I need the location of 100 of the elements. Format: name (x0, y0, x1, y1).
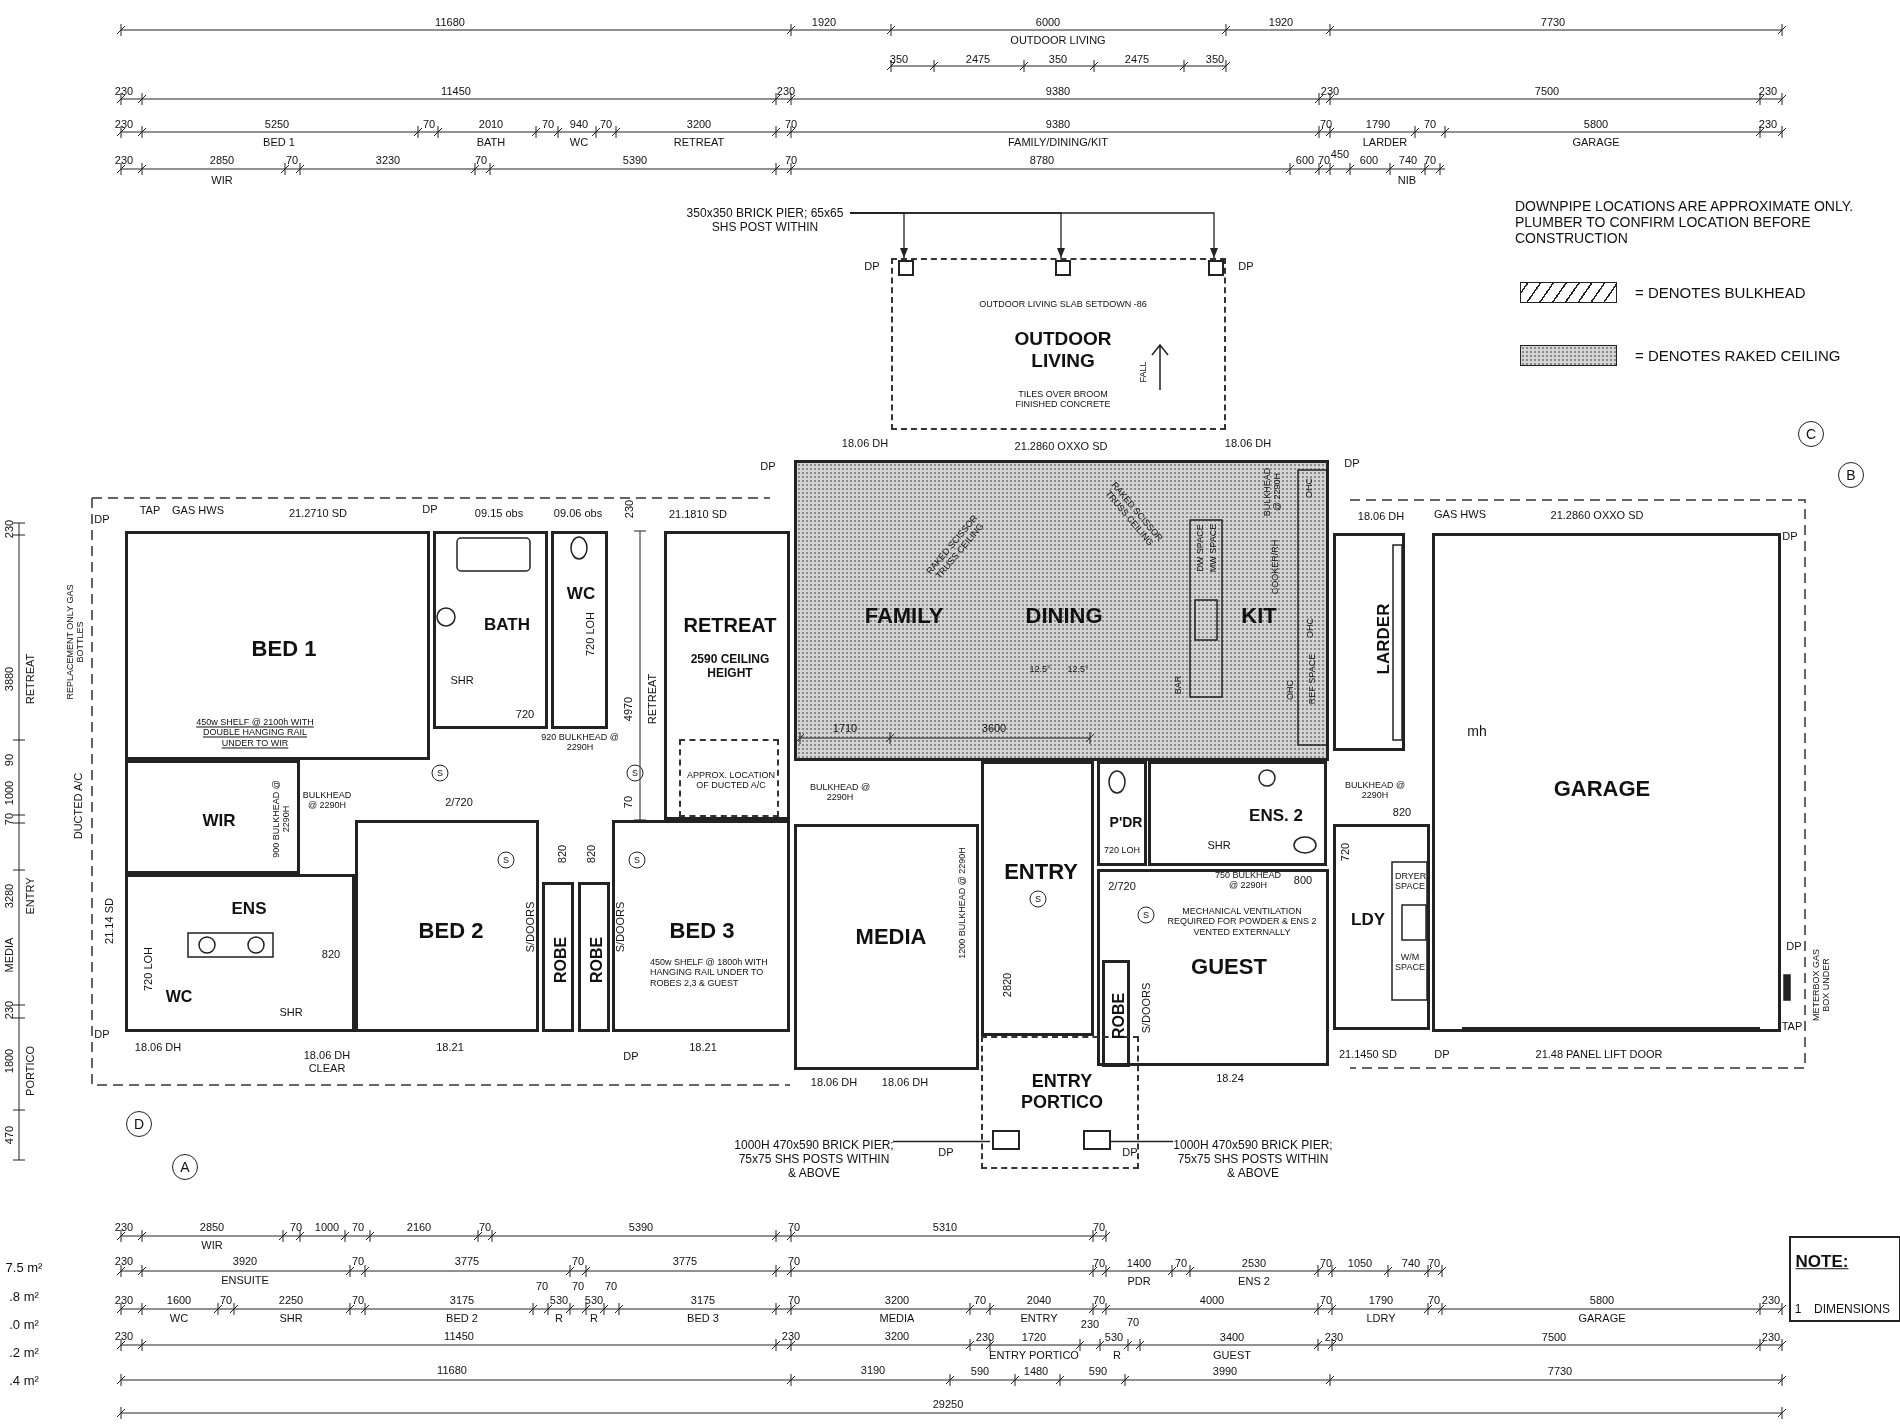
brick-pier-post (1083, 1130, 1111, 1150)
plan-label: 09.15 obs (474, 506, 524, 520)
plan-label: 1200 BULKHEAD @ 2290H (956, 847, 968, 959)
room-outline (542, 882, 574, 1032)
dimension-text: 230 (1758, 84, 1778, 98)
dimension-text: 11450 (441, 84, 471, 98)
area-text: 7.5 m² (5, 1260, 43, 1276)
plan-label: 09.06 obs (553, 506, 603, 520)
note-text: 1000H 470x590 BRICK PIER; 75x75 SHS POSTS WITHIN & ABOVE (734, 1139, 894, 1181)
plan-label: BAR (1172, 675, 1184, 695)
dimension-text: 70 (1319, 1256, 1333, 1270)
room-outline (125, 531, 430, 760)
leader-line (892, 1140, 991, 1143)
dimension-text: 70 (219, 1293, 233, 1307)
dimension-text: 9380 (1045, 117, 1071, 131)
dimension-text: 600 (1359, 153, 1379, 167)
room-outline (664, 531, 790, 820)
dimension-text: 1790 (1365, 117, 1391, 131)
dimension-text: R (590, 1311, 598, 1325)
dimension-text: 70 (787, 1293, 801, 1307)
dimension-text: 5390 (622, 153, 648, 167)
dimension-text: WIR (201, 1238, 223, 1252)
dimension-text: 70 (2, 812, 16, 826)
plan-label: 21.2860 OXXO SD (1550, 508, 1644, 522)
dimension-text: 1480 (1023, 1364, 1049, 1378)
plan-label: 18.21 (436, 1040, 464, 1054)
dimension-text: 230 (114, 117, 134, 131)
plan-label: COOKER/RH (1269, 539, 1281, 595)
room-outline (1148, 761, 1327, 866)
dimension-text: 3200 (686, 117, 712, 131)
dimension-text: 1000 (314, 1220, 340, 1234)
plan-label: OHC (1304, 618, 1316, 638)
room-outline (1432, 533, 1781, 1032)
dimension-text: 530 (584, 1293, 604, 1307)
dimension-text: 70 (1319, 1293, 1333, 1307)
room-outline (1333, 824, 1430, 1030)
dimension-text: 70 (535, 1279, 549, 1293)
plan-label: DP (623, 1049, 639, 1063)
dimension-text: 3990 (1212, 1364, 1238, 1378)
dimension-text: 230 (781, 1329, 801, 1343)
plan-label: 2/720 (1108, 879, 1136, 893)
plan-label: MECHANICAL VENTILATION REQUIRED FOR POWDER & ENS 2 VENTED EXTERNALLY (1167, 906, 1317, 938)
dimension-text: LDRY (1366, 1311, 1396, 1325)
dashed-area-outline (981, 1036, 1139, 1169)
room-label: BED 2 (418, 918, 484, 944)
note-number: 1 (1794, 1303, 1802, 1317)
plan-label: DP (422, 502, 438, 516)
dimension-text: 3175 (690, 1293, 716, 1307)
plan-label: 18.24 (1216, 1071, 1244, 1085)
plan-label: S/DOORS (613, 901, 627, 953)
dimension-text: 1000 (2, 780, 16, 806)
dimension-text: 4000 (1199, 1293, 1225, 1307)
plan-label: 21.14 SD (102, 898, 116, 944)
plan-label: W/M SPACE (1395, 951, 1425, 973)
note-heading: NOTE: (1795, 1252, 1849, 1272)
dimension-text: 3175 (449, 1293, 475, 1307)
dimension-text: 230 (114, 1254, 134, 1268)
room-label: BED 1 (251, 636, 317, 662)
room-outline (794, 824, 979, 1070)
dimension-text: 70 (1319, 117, 1333, 131)
dimension-text: 70 (787, 1220, 801, 1234)
area-text: .2 m² (9, 1345, 39, 1361)
dimension-text: MEDIA (879, 1311, 915, 1325)
plan-label: 70 (621, 795, 635, 809)
dimension-text: 230 (975, 1330, 995, 1344)
room-label: OUTDOOR LIVING (1013, 328, 1113, 372)
dimension-text: 70 (541, 117, 555, 131)
dimension-text: 350 (1205, 52, 1225, 66)
dimension-text: 450 (1330, 147, 1350, 161)
room-outline (355, 820, 539, 1032)
plan-label: 720 (515, 707, 535, 721)
plan-label: RETREAT (645, 673, 659, 725)
plan-label: SHR (450, 673, 474, 687)
plan-label: 21.48 PANEL LIFT DOOR (1535, 1047, 1663, 1061)
plan-label: 720 LOH (583, 612, 597, 656)
dimension-text: 2475 (1124, 52, 1150, 66)
dimension-text: GARAGE (1578, 1311, 1626, 1325)
plan-label: 450w SHELF @ 2100h WITH DOUBLE HANGING RAIL UNDER TO WIR (195, 717, 315, 749)
plan-label: 720 (1338, 842, 1352, 862)
plan-label: BULKHEAD @ 2290H (1261, 466, 1283, 519)
room-outline (612, 820, 790, 1032)
room-label: WIR (202, 811, 236, 831)
dimension-text: 70 (1423, 153, 1437, 167)
dimension-text: ENTRY (1020, 1311, 1058, 1325)
dimension-text: 70 (1092, 1293, 1106, 1307)
room-label: LARDER (1374, 603, 1394, 675)
room-label: ROBE (1109, 992, 1128, 1040)
dimension-text: OUTDOOR LIVING (1010, 33, 1106, 47)
dimension-text: BED 2 (446, 1311, 478, 1325)
dimension-text: 530 (1104, 1330, 1124, 1344)
dimension-text: 70 (1317, 153, 1331, 167)
plan-label: 820 (555, 844, 569, 864)
plan-label: 230 (622, 499, 636, 519)
dimension-text: 11450 (444, 1329, 474, 1343)
dimension-text: 230 (1758, 117, 1778, 131)
dimension-text: BED 3 (687, 1311, 719, 1325)
dimension-text: 600 (1295, 153, 1315, 167)
room-outline (433, 531, 548, 729)
dimension-text: 230 (776, 84, 796, 98)
plan-label: DP (1122, 1145, 1138, 1159)
